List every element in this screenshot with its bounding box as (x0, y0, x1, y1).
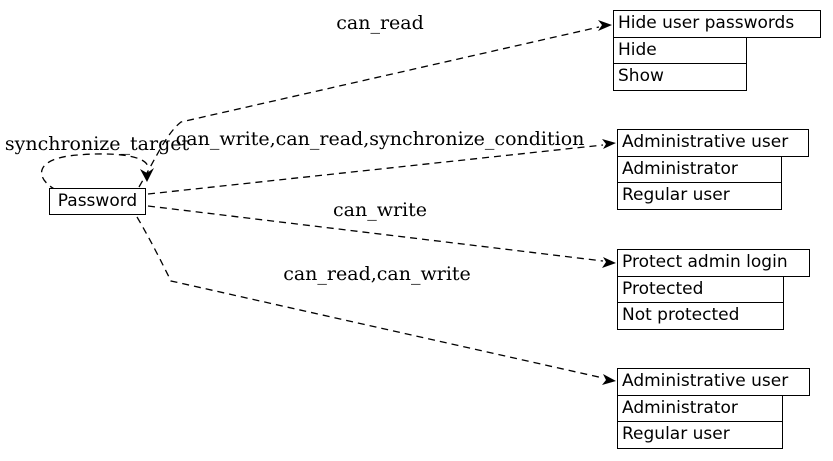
arrowhead-can-read (598, 20, 612, 31)
table-header: Administrative user (617, 368, 810, 396)
table-row: Regular user (617, 421, 783, 449)
edge-label-can-write: can_write (332, 199, 428, 221)
table-hide-user-passwords: Hide user passwords Hide Show (613, 10, 821, 91)
edge-can-write-can-read-synchronize-condition (147, 144, 604, 195)
edge-can-read-can-write (136, 216, 604, 379)
edge-label-can-write-can-read-synchronize-condition: can_write,can_read,synchronize_condition (175, 128, 585, 150)
table-protect-admin-login: Protect admin login Protected Not protec… (617, 249, 810, 330)
node-password: Password (49, 188, 146, 215)
table-header: Administrative user (617, 129, 809, 157)
arrowhead-can-read-can-write (602, 374, 616, 385)
arrowhead-synchronize-target (140, 168, 154, 182)
edge-can-read (138, 26, 600, 188)
edge-can-write (147, 205, 604, 262)
arrowhead-synchronize-condition (602, 139, 616, 149)
edge-synchronize-target (40, 153, 149, 191)
table-row: Administrator (617, 155, 782, 184)
table-administrative-user-lower: Administrative user Administrator Regula… (617, 368, 810, 449)
table-row: Not protected (617, 302, 784, 330)
arrowhead-can-write (602, 257, 616, 268)
table-row: Administrator (617, 394, 783, 423)
edge-label-can-read: can_read (336, 12, 424, 34)
table-header: Hide user passwords (613, 10, 821, 38)
table-row: Regular user (617, 182, 782, 210)
table-row: Protected (617, 275, 784, 304)
edge-label-synchronize-target: synchronize_target (4, 133, 190, 155)
table-row: Show (613, 63, 747, 91)
table-row: Hide (613, 36, 747, 65)
table-header: Protect admin login (617, 249, 810, 277)
table-administrative-user-upper: Administrative user Administrator Regula… (617, 129, 809, 210)
edge-label-can-read-can-write: can_read,can_write (283, 263, 471, 285)
